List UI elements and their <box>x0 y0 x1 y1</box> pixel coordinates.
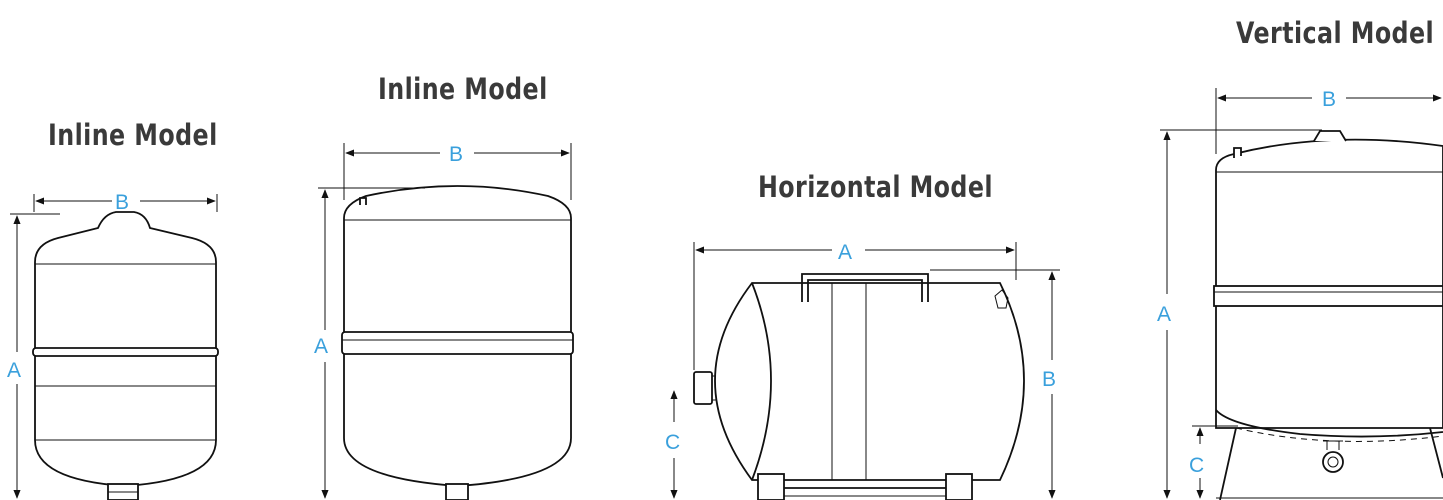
vertical-dimensions <box>1160 88 1442 499</box>
inline-small-tank <box>32 211 219 500</box>
horizontal-dim-c-label: C <box>665 431 680 454</box>
vertical-tank <box>1213 130 1443 500</box>
horizontal-tank <box>693 273 1025 500</box>
inline-small-dim-b-label: B <box>115 191 129 214</box>
inline-model-large-title: Inline Model <box>378 72 548 106</box>
inline-large-dimensions <box>318 143 572 499</box>
horizontal-dim-b-label: B <box>1042 368 1056 391</box>
inline-large-dim-b-label: B <box>449 143 463 166</box>
inline-large-tank <box>341 185 574 500</box>
horizontal-dimensions <box>670 242 1060 499</box>
inline-small-dimensions <box>10 194 218 499</box>
vertical-dim-a-label: A <box>1157 303 1171 326</box>
horizontal-dim-a-label: A <box>838 241 852 264</box>
inline-model-small-title: Inline Model <box>48 118 218 152</box>
horizontal-model-title: Horizontal Model <box>758 170 993 204</box>
inline-large-dim-a-label: A <box>314 335 328 358</box>
vertical-dim-b-label: B <box>1322 88 1336 111</box>
vertical-model-title: Vertical Model <box>1236 16 1435 50</box>
inline-small-dim-a-label: A <box>7 359 21 382</box>
vertical-dim-c-label: C <box>1189 454 1204 477</box>
